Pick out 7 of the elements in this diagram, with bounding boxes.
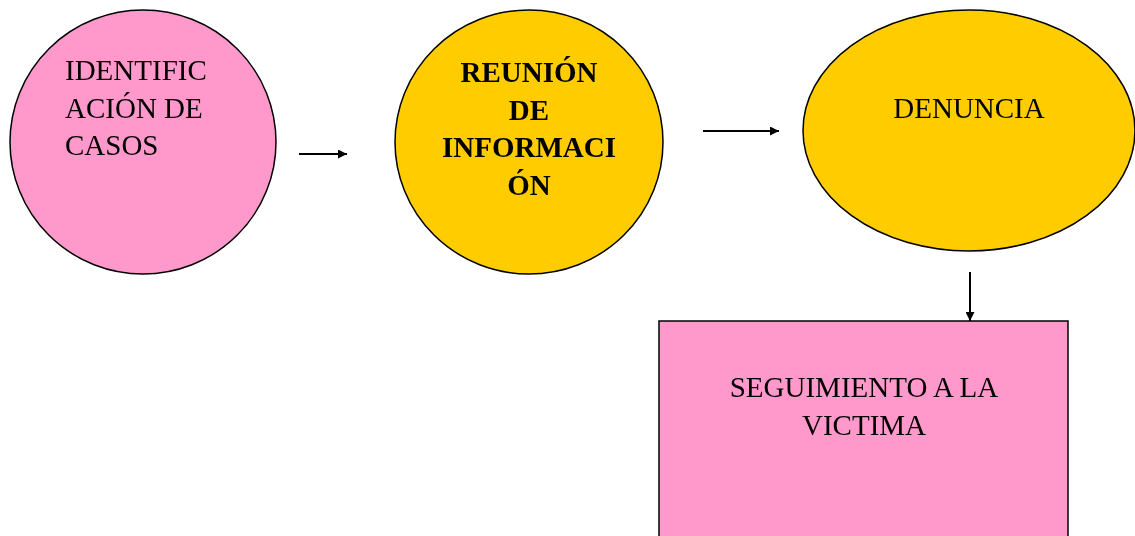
node-label: REUNIÓN DE INFORMACIÓN xyxy=(441,55,617,203)
node-label: IDENTIFICACIÓN DE CASOS xyxy=(65,53,208,163)
arrow xyxy=(298,149,348,159)
node-label: DENUNCIA xyxy=(892,91,1046,126)
arrow xyxy=(965,271,975,322)
arrow xyxy=(702,126,780,136)
node-label: SEGUIMIENTO A LA VICTIMA xyxy=(728,370,1000,443)
